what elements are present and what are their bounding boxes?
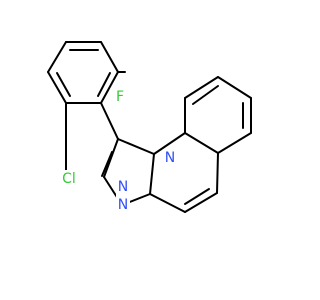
atom-label-cl: Cl — [62, 171, 76, 187]
bond — [117, 138, 155, 155]
bond — [47, 71, 67, 104]
bond — [217, 132, 252, 154]
bond — [100, 102, 119, 140]
chlorine-atom: Cl — [58, 170, 80, 188]
bond — [100, 71, 119, 104]
bond — [100, 41, 119, 73]
bond — [184, 192, 218, 213]
bond — [192, 85, 219, 105]
bond — [153, 132, 186, 155]
bond — [47, 41, 67, 73]
bond — [184, 132, 219, 154]
atom-label-n: N — [165, 150, 175, 166]
bond — [217, 76, 252, 99]
bond — [56, 72, 71, 97]
atom-labels: F Cl N N N — [58, 88, 177, 214]
bond — [97, 72, 111, 97]
nitrogen-atom-2: N — [116, 178, 130, 196]
bond — [184, 76, 219, 99]
bond — [149, 153, 155, 195]
nitrogen-atom-3: N — [116, 196, 130, 214]
bond — [103, 138, 119, 178]
bonds — [47, 41, 252, 213]
bond — [216, 152, 219, 194]
atom-label-n: N — [118, 179, 128, 195]
bond — [184, 188, 210, 205]
molecule-diagram: F Cl N N N — [47, 41, 252, 214]
structure-canvas: F Cl N N N — [47, 41, 252, 214]
bond — [101, 151, 113, 177]
bond — [149, 193, 186, 213]
nitrogen-atom-1: N — [163, 149, 177, 167]
atom-label-f: F — [116, 89, 124, 105]
fluorine-atom: F — [114, 88, 128, 106]
atom-label-n: N — [118, 197, 128, 213]
